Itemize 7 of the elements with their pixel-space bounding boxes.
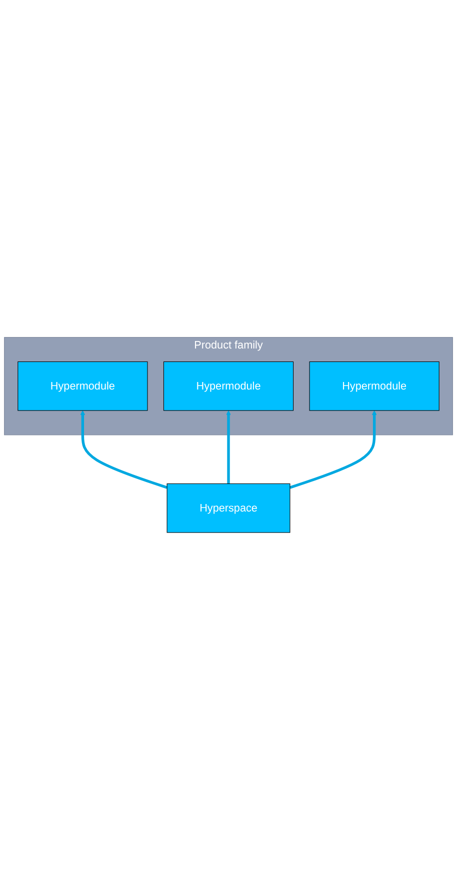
node-box: Hyperspace xyxy=(166,483,290,532)
arrow xyxy=(290,410,377,488)
node-box: Hypermodule xyxy=(309,361,440,410)
node-box: Hypermodule xyxy=(18,361,148,410)
arrow xyxy=(80,410,168,488)
node-box: Hypermodule xyxy=(163,361,294,410)
arrow xyxy=(226,410,231,484)
